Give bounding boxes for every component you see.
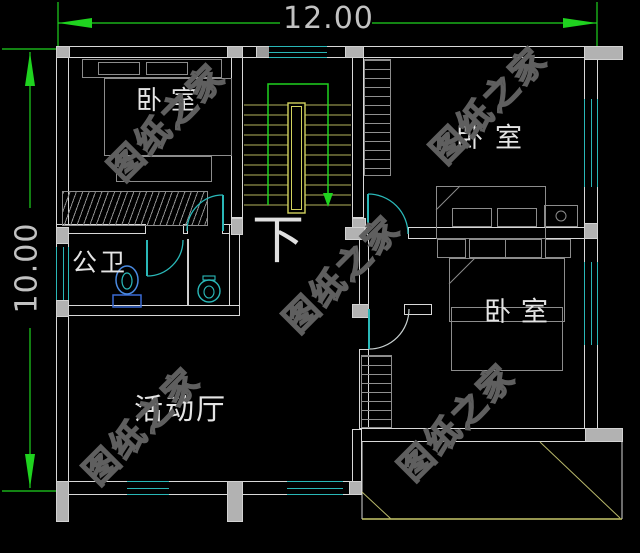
room-label-bedroom-bottom-right: 卧室 — [484, 297, 558, 328]
bed2-body — [436, 186, 546, 239]
wall-bedroom3-door-stub — [404, 304, 432, 315]
stair-down-label: 下 — [252, 211, 305, 271]
stair-direction-arrow — [267, 83, 333, 207]
window-left-bathroom — [56, 247, 69, 300]
wardrobe-bedroom2 — [364, 59, 391, 176]
door-bedroom2 — [367, 193, 409, 235]
wall-bathroom-partition — [187, 239, 189, 306]
balcony — [361, 441, 623, 520]
column — [227, 46, 243, 58]
dimension-width-label: 12.00 — [283, 1, 374, 36]
room-label-bathroom: 公卫 — [72, 248, 129, 277]
dimension-arrows — [25, 18, 597, 488]
door-bedroom1 — [186, 194, 224, 232]
door-bathroom — [146, 239, 184, 277]
window-bottom-hall-1 — [127, 481, 169, 495]
washbasin-icon — [197, 275, 221, 303]
column-top-right — [584, 46, 623, 60]
bed2-pillow — [497, 208, 537, 227]
bed1-pillow — [98, 62, 140, 75]
dimension-height-label: 10.00 — [9, 222, 45, 314]
room-label-activity-hall: 活动厅 — [134, 392, 228, 426]
window-right-bedroom3 — [584, 262, 598, 345]
bed3-rug — [451, 307, 563, 371]
column — [584, 223, 598, 239]
room-label-bedroom-top-right: 卧室 — [456, 123, 534, 154]
stair-rail — [287, 102, 306, 214]
door-bedroom3 — [368, 308, 410, 350]
bed1-body — [104, 78, 232, 156]
column — [56, 300, 69, 317]
bed3-headboard-divider — [505, 239, 506, 258]
window-bottom-hall-2 — [287, 481, 343, 495]
column — [56, 227, 69, 244]
room-label-bedroom-top-left: 卧室 — [136, 86, 207, 116]
column-bottom-right — [585, 428, 623, 442]
column — [345, 227, 365, 240]
nightstand-bedroom2 — [544, 205, 578, 227]
wardrobe-bedroom3 — [361, 355, 392, 428]
nightstand-bedroom3 — [545, 239, 571, 258]
column — [56, 46, 70, 58]
column — [345, 46, 364, 58]
window-right-bedroom2 — [584, 99, 598, 187]
bed1-pillow — [146, 62, 188, 75]
bed1-headboard — [82, 59, 222, 78]
window-top-stairwell — [269, 46, 327, 58]
bed3-body — [449, 258, 565, 322]
toilet-icon — [112, 265, 142, 308]
bed2-pillow — [452, 208, 492, 227]
bed-fold-lines — [435, 185, 567, 285]
column-bottom-middle — [227, 481, 243, 522]
bed1-rug — [116, 156, 212, 182]
column-bottom-left — [56, 481, 69, 522]
wardrobe-bedroom1 — [62, 191, 208, 226]
nightstand-bedroom3 — [437, 239, 466, 258]
column-stair-left — [231, 218, 243, 235]
